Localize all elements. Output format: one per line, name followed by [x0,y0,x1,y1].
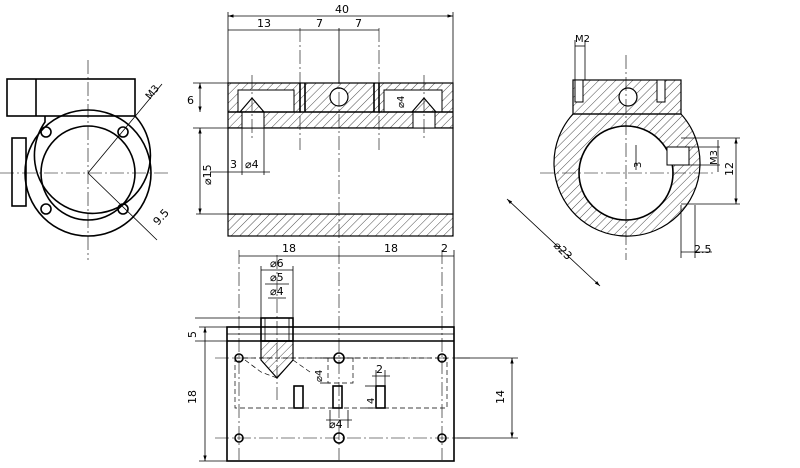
dim-top-dia4c: ⌀4 [329,418,343,431]
dim-left-m3: M3 [144,83,162,102]
dim-6: 6 [187,94,194,107]
dim-13: 13 [257,17,271,30]
dim-top-2b: 2 [376,363,383,376]
front-view: 40 13 7 7 6 ⌀15 3 ⌀4 ⌀4 [187,3,454,250]
dim-right-m2: M2 [575,34,590,45]
dim-dia4b: ⌀4 [396,96,407,108]
dim-right-m3: M3 [709,150,720,165]
dim-right-25: 2.5 [694,243,712,256]
dim-top-5: 5 [186,331,199,338]
dim-40: 40 [335,3,349,16]
top-view: 18 18 2 ⌀6 ⌀5 ⌀4 5 18 ⌀4 2 4 [186,242,518,462]
dim-dia15: ⌀15 [201,164,214,185]
dim-dia4a: ⌀4 [245,158,259,171]
dim-top-4: 4 [366,398,377,404]
dim-7b: 7 [355,17,362,30]
dim-top-18v: 18 [186,390,199,404]
dim-top-dia5: ⌀5 [270,271,284,284]
dim-top-18b: 18 [384,242,398,255]
dim-top-18a: 18 [282,242,296,255]
dim-top-14: 14 [494,390,507,404]
dim-top-dia4a: ⌀4 [270,285,284,298]
dim-right-12: 12 [723,162,736,176]
dim-top-2a: 2 [441,242,448,255]
dim-top-dia4b: ⌀4 [314,370,325,382]
dim-7a: 7 [316,17,323,30]
right-view: M2 ⌀23 3 M3 12 2.5 [506,34,740,287]
dim-top-dia6: ⌀6 [270,257,284,270]
left-view: M3 9.5 [0,60,172,260]
dim-3: 3 [230,158,237,171]
dim-left-r95: 9.5 [151,206,172,228]
dim-right-3: 3 [633,162,644,168]
